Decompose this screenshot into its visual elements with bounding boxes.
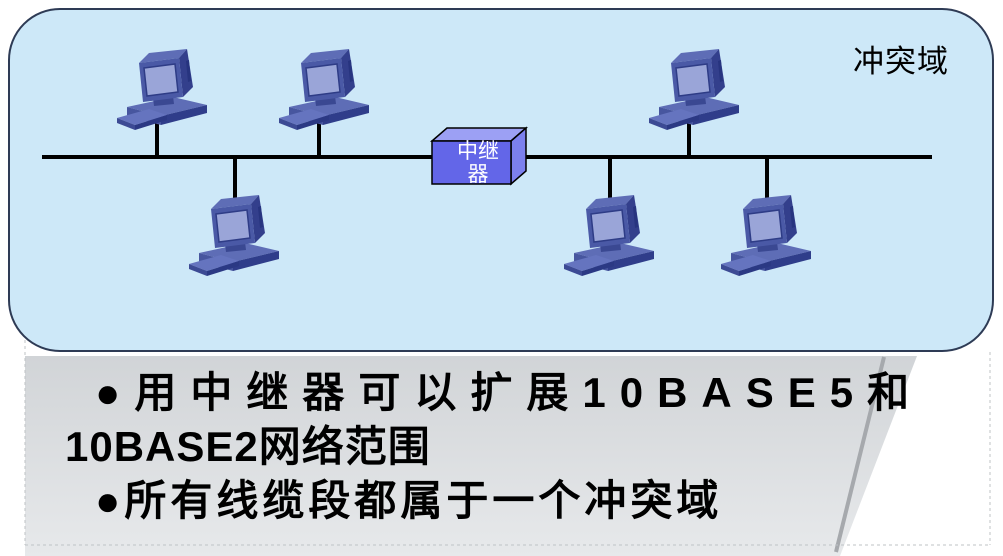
collision-domain-label: 冲突域 [853, 44, 949, 79]
bullet-line: 10BASE2网络范围 [65, 423, 431, 470]
computer-icon [648, 48, 740, 131]
computer-icon [116, 48, 208, 131]
computer-icon [563, 194, 655, 277]
repeater-box [429, 126, 529, 186]
slide-body-text: ●用中继器可以扩展10BASE5和 10BASE2网络范围 ●所有线缆段都属于一… [65, 366, 955, 528]
repeater-label: 中继器 [457, 140, 499, 186]
computer-icon [278, 48, 370, 131]
footer-shape [25, 356, 917, 556]
bullet-line: ●所有线缆段都属于一个冲突域 [95, 477, 723, 524]
computer-icon [720, 194, 812, 277]
footer-stripe [834, 356, 886, 553]
placeholder-guide [24, 334, 991, 546]
bullet-line: ●用中继器可以扩展10BASE5和 [95, 369, 924, 416]
computer-icon [188, 194, 280, 277]
repeater-box-front [431, 140, 512, 185]
